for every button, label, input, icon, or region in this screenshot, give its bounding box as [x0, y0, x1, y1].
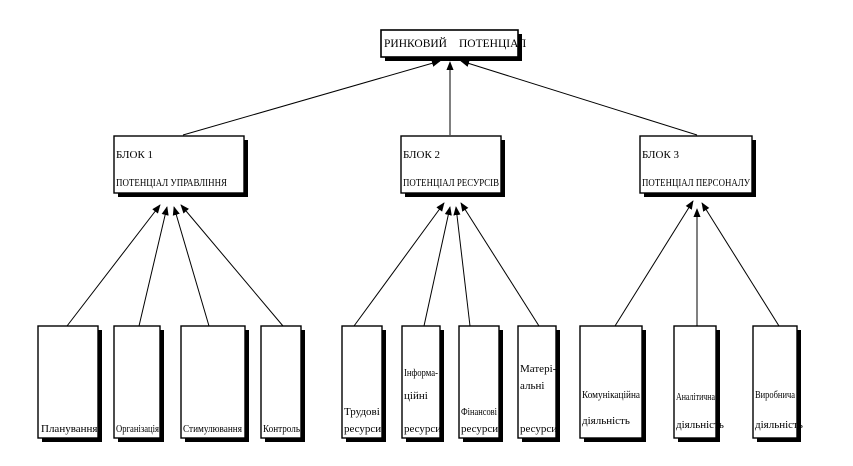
block-2-subtitle: ПОТЕНЦІАЛ РЕСУРСІВ	[403, 177, 499, 189]
leaf-control-line-1: Контроль	[263, 423, 300, 435]
connector-information	[423, 206, 452, 327]
block-2-node: БЛОК 2 ПОТЕНЦІАЛ РЕСУРСІВ	[400, 135, 505, 197]
leaf-communication: Комунікаційна діяльність	[579, 325, 646, 442]
connector-financial	[453, 206, 471, 327]
leaf-financial-line-1: Фінансові	[461, 406, 497, 418]
leaf-labor-line-1: Трудові	[344, 406, 380, 418]
connector-control	[180, 204, 284, 327]
leaf-analytical-line-1: Аналітична	[676, 391, 715, 403]
leaf-material-line-2: альні	[520, 380, 544, 392]
leaf-material: Матері- альні ресурси	[517, 325, 560, 442]
leaf-analytical: Аналітична діяльність	[673, 325, 724, 442]
leaf-organization: Організація	[113, 325, 164, 442]
leaf-material-line-1: Матері-	[520, 363, 557, 375]
leaf-stimulation: Стимулювання	[180, 325, 249, 442]
connector-block1-top	[182, 59, 441, 136]
leaf-analytical-line-2: діяльність	[676, 419, 724, 431]
block-2-title: БЛОК 2	[403, 149, 440, 161]
leaf-labor: Трудові ресурси	[341, 325, 386, 442]
connector-planning	[66, 204, 161, 327]
leaf-communication-line-2: діяльність	[582, 415, 630, 427]
leaf-information-line-3: ресурси	[404, 423, 441, 435]
leaf-communication-line-1: Комунікаційна	[582, 389, 640, 401]
connector-material	[460, 202, 540, 327]
block-3-subtitle: ПОТЕНЦІАЛ ПЕРСОНАЛУ	[642, 177, 750, 189]
leaf-planning: Планування	[37, 325, 102, 442]
leaf-information-line-2: ційні	[404, 390, 428, 402]
connector-communication	[614, 200, 694, 327]
block-1-subtitle: ПОТЕНЦІАЛ УПРАВЛІННЯ	[116, 177, 228, 189]
leaf-information: Інформа- ційні ресурси	[401, 325, 444, 442]
leaf-stimulation-line-1: Стимулювання	[183, 423, 242, 435]
connector-block3-top	[460, 59, 698, 136]
connector-organization	[138, 206, 169, 327]
top-node-label-2: ПОТЕНЦІАЛ	[459, 38, 526, 50]
connector-production	[701, 202, 780, 327]
leaf-information-line-1: Інформа-	[404, 367, 438, 379]
leaf-production-line-1: Виробнича	[755, 389, 795, 401]
block-1-title: БЛОК 1	[116, 149, 153, 161]
leaf-control: Контроль	[260, 325, 305, 442]
leaf-production: Виробнича діяльність	[752, 325, 803, 442]
leaf-financial: Фінансові ресурси	[458, 325, 503, 442]
block-3-node: БЛОК 3 ПОТЕНЦІАЛ ПЕРСОНАЛУ	[639, 135, 756, 197]
leaf-labor-line-2: ресурси	[344, 423, 381, 435]
connector-stimulation	[172, 206, 210, 327]
leaf-production-line-2: діяльність	[755, 419, 803, 431]
leaf-organization-line-1: Організація	[116, 423, 159, 435]
block-3-title: БЛОК 3	[642, 149, 680, 161]
leaf-material-line-3: ресурси	[520, 423, 557, 435]
connectors	[66, 59, 780, 327]
top-node: РИНКОВИЙ ПОТЕНЦІАЛ	[380, 29, 526, 61]
leaf-financial-line-2: ресурси	[461, 423, 498, 435]
leaf-planning-line-1: Планування	[41, 423, 97, 435]
top-node-label-1: РИНКОВИЙ	[384, 36, 447, 50]
block-1-node: БЛОК 1 ПОТЕНЦІАЛ УПРАВЛІННЯ	[113, 135, 248, 197]
connector-labor	[353, 202, 445, 327]
